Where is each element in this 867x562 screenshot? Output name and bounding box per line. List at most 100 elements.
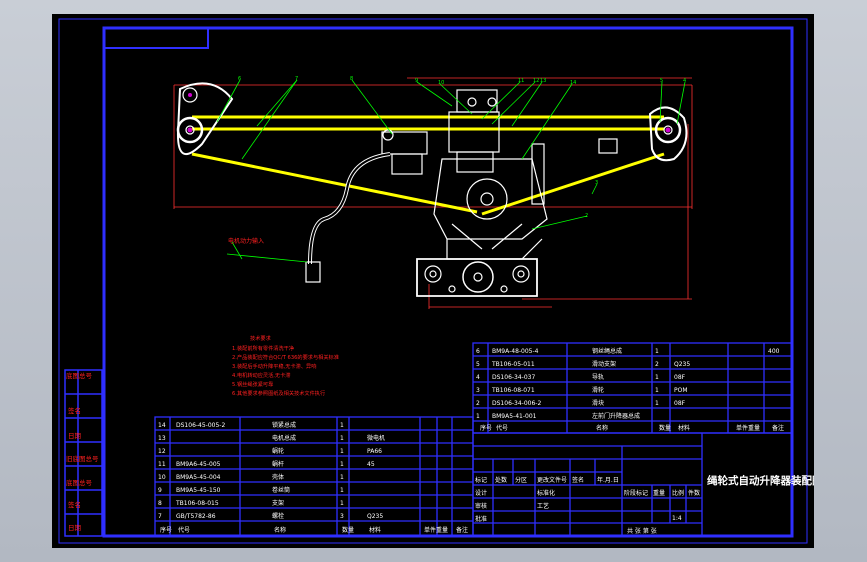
- bom-left-code: GB/T5782-86: [176, 513, 216, 520]
- signature-role: 批准: [475, 515, 487, 523]
- bom-right-seq: 6: [476, 348, 480, 355]
- side-label-7: 日期: [68, 524, 82, 532]
- bom-left-qty: 1: [340, 500, 344, 507]
- signature-role: 工艺: [537, 502, 549, 510]
- mechanism-outline: [176, 82, 688, 297]
- bom-left-seq: 10: [158, 474, 166, 481]
- bom-right-seq: 1: [476, 413, 480, 420]
- bom-right-qty: 2: [655, 361, 659, 368]
- bom-right-name: 钢丝绳总成: [592, 347, 622, 355]
- svg-text:11: 11: [518, 78, 524, 84]
- bom-right-name: 滑轮: [592, 386, 604, 394]
- bom-left-name: 电机总成: [272, 434, 296, 442]
- bom-left-name: 锁紧总成: [272, 421, 296, 429]
- bom-right-qty: 1: [655, 348, 659, 355]
- bom-right-material: POM: [674, 387, 688, 394]
- bom-left-header-cell: 代号: [178, 526, 190, 534]
- bom-left-header-cell: 数量: [342, 526, 354, 534]
- revision-header-cell: 标记: [475, 476, 487, 484]
- bom-left-material: PA66: [367, 448, 382, 455]
- bom-right-material: 08F: [674, 374, 686, 381]
- bom-left-seq: 12: [158, 448, 166, 455]
- side-label-3: 日期: [68, 432, 82, 440]
- bom-left-code: BM9A6-45-005: [176, 461, 221, 468]
- notes-line-2: 2.产品装配应符合QC/T 636的要求与相关标准: [232, 353, 339, 361]
- side-label-4: 旧底图总号: [66, 454, 99, 463]
- svg-text:6: 6: [238, 76, 241, 82]
- bom-right-code: BM9A-48-005-4: [492, 348, 539, 355]
- title-block-cells: 标记处数分区更改文件号签名年.月.日设计标准化审核工艺批准阶段标记重量比例件数1…: [475, 476, 700, 535]
- bom-left-header-cell: 备注: [456, 526, 468, 534]
- bom-right-code: TB106-08-071: [491, 387, 535, 394]
- bom-right-seq: 3: [476, 387, 480, 394]
- bom-right-name: 导轨: [592, 373, 604, 381]
- bom-right-header-cell: 代号: [496, 424, 508, 432]
- code-box: [103, 27, 209, 49]
- bom-right-qty: 1: [655, 387, 659, 394]
- bom-left-seq: 7: [158, 513, 162, 520]
- side-label-1: 底图总号: [66, 371, 93, 380]
- bom-left-seq: 9: [158, 487, 162, 494]
- bom-left-qty: 1: [340, 487, 344, 494]
- revision-header-cell: 更改文件号: [537, 476, 567, 484]
- bom-left-seq: 11: [158, 461, 166, 468]
- bom-left-seq: 13: [158, 435, 166, 442]
- inner-border: [102, 26, 794, 538]
- notes-line-1: 1.装配前所有零件清洗干净: [232, 344, 294, 352]
- notes-line-6: 6.其他要求参照图纸及相关技术文件执行: [232, 389, 325, 397]
- revision-header-cell: 签名: [572, 476, 584, 484]
- bom-left-code: TB106-08-015: [175, 500, 219, 507]
- bom-right-qty: 1: [655, 374, 659, 381]
- svg-text:4: 4: [683, 78, 686, 84]
- side-label-6: 签名: [68, 500, 81, 509]
- bom-left-name: 蜗轮: [272, 447, 284, 455]
- bom-right-header-cell: 单件重量: [736, 424, 760, 432]
- cable-belt: [191, 115, 665, 216]
- bom-right-code: BM9A5-41-001: [492, 413, 537, 420]
- revision-header-cell: 分区: [515, 476, 527, 484]
- leader-lines: [216, 79, 686, 263]
- side-label-2: 签名: [68, 406, 81, 415]
- sheet-count: 共 张 第 张: [627, 527, 657, 535]
- bom-left-qty: 3: [340, 513, 344, 520]
- bom-right-qty: 1: [655, 400, 659, 407]
- bom-left-name: 壳体: [272, 473, 284, 481]
- bom-right-code: DS106-34-006-2: [492, 400, 541, 407]
- bom-left-name: 卷丝筒: [272, 486, 290, 494]
- side-label-5: 底图总号: [66, 478, 93, 487]
- svg-text:14: 14: [570, 80, 576, 86]
- bom-right-header-cell: 序号: [480, 424, 492, 432]
- svg-text:13: 13: [540, 78, 546, 84]
- pulley-marks: [187, 93, 671, 133]
- bom-left-name: 支架: [272, 499, 284, 507]
- technical-notes: 技术要求 1.装配前所有零件清洗干净 2.产品装配应符合QC/T 636的要求与…: [232, 334, 339, 397]
- stage-header-cell: 件数: [688, 489, 700, 497]
- notes-title: 技术要求: [250, 334, 272, 342]
- svg-text:3: 3: [595, 180, 598, 186]
- stage-header-cell: 比例: [672, 489, 684, 497]
- notes-line-5: 5.钢丝绳张紧可靠: [232, 380, 273, 388]
- bom-left-material: 45: [367, 461, 375, 468]
- bom-right-name: 左前门升降器总成: [592, 412, 640, 420]
- dimension-lines: [173, 77, 693, 309]
- notes-line-4: 4.电机转动应灵活,无卡滞: [232, 371, 290, 379]
- revision-header-cell: 处数: [495, 476, 507, 484]
- side-strip: [64, 369, 103, 537]
- callout-motor-input: 电机动力输入: [228, 237, 264, 245]
- bom-left-code: DS106-45-005-2: [176, 422, 225, 429]
- bom-right-name: 滑动支架: [592, 360, 616, 368]
- svg-text:12: 12: [533, 78, 539, 84]
- svg-text:5: 5: [660, 78, 663, 84]
- bom-left-header-cell: 名称: [274, 526, 286, 534]
- signature-role: 审核: [475, 502, 487, 510]
- stage-header-cell: 阶段标记: [624, 489, 648, 497]
- svg-text:9: 9: [415, 78, 418, 84]
- bom-table-right: [472, 342, 793, 434]
- bom-left-material: Q235: [367, 513, 383, 520]
- revision-header-cell: 年.月.日: [597, 476, 619, 484]
- signature-role: 标准化: [537, 489, 555, 497]
- bom-right-seq: 5: [476, 361, 480, 368]
- bom-right-material: Q235: [674, 361, 690, 368]
